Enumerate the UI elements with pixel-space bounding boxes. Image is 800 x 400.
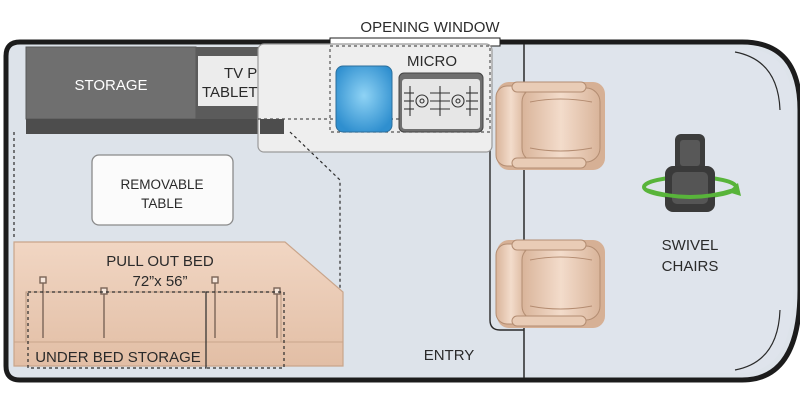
swivel-chairs-label-line1: SWIVEL xyxy=(662,237,719,254)
entry-label: ENTRY xyxy=(424,347,475,364)
micro-label: MICRO xyxy=(407,53,457,70)
pull-out-bed-label-line2: 72”x 56” xyxy=(132,273,187,290)
cooktop-icon xyxy=(335,65,393,133)
opening-window-label: OPENING WINDOW xyxy=(360,19,500,36)
under-bed-storage-label: UNDER BED STORAGE xyxy=(35,349,201,366)
door-step-line xyxy=(489,46,524,331)
removable-table xyxy=(91,154,234,226)
table-swing-outline xyxy=(13,131,341,290)
storage-base-strip xyxy=(26,119,284,134)
cab-curve-top xyxy=(734,51,781,111)
seat-icon xyxy=(495,81,605,170)
removable-table-label-line1: REMOVABLE xyxy=(120,177,203,192)
under-bed-storage-outline-2 xyxy=(205,291,285,369)
seat-icon xyxy=(495,239,605,328)
swivel-arrow-head xyxy=(728,183,741,196)
pull-out-bed xyxy=(13,241,344,367)
storage-label: STORAGE xyxy=(74,77,147,94)
tv-prep-counter-strip xyxy=(260,119,284,134)
cab-curve-bottom xyxy=(734,309,781,371)
pull-out-bed-label-line1: PULL OUT BED xyxy=(106,253,214,270)
swivel-chairs-label-line2: CHAIRS xyxy=(662,258,719,275)
storage-cabinet xyxy=(26,47,196,119)
swivel-arrow-front xyxy=(645,188,735,199)
microwave-icon xyxy=(398,72,484,133)
removable-table-label-line2: TABLE xyxy=(141,196,183,211)
